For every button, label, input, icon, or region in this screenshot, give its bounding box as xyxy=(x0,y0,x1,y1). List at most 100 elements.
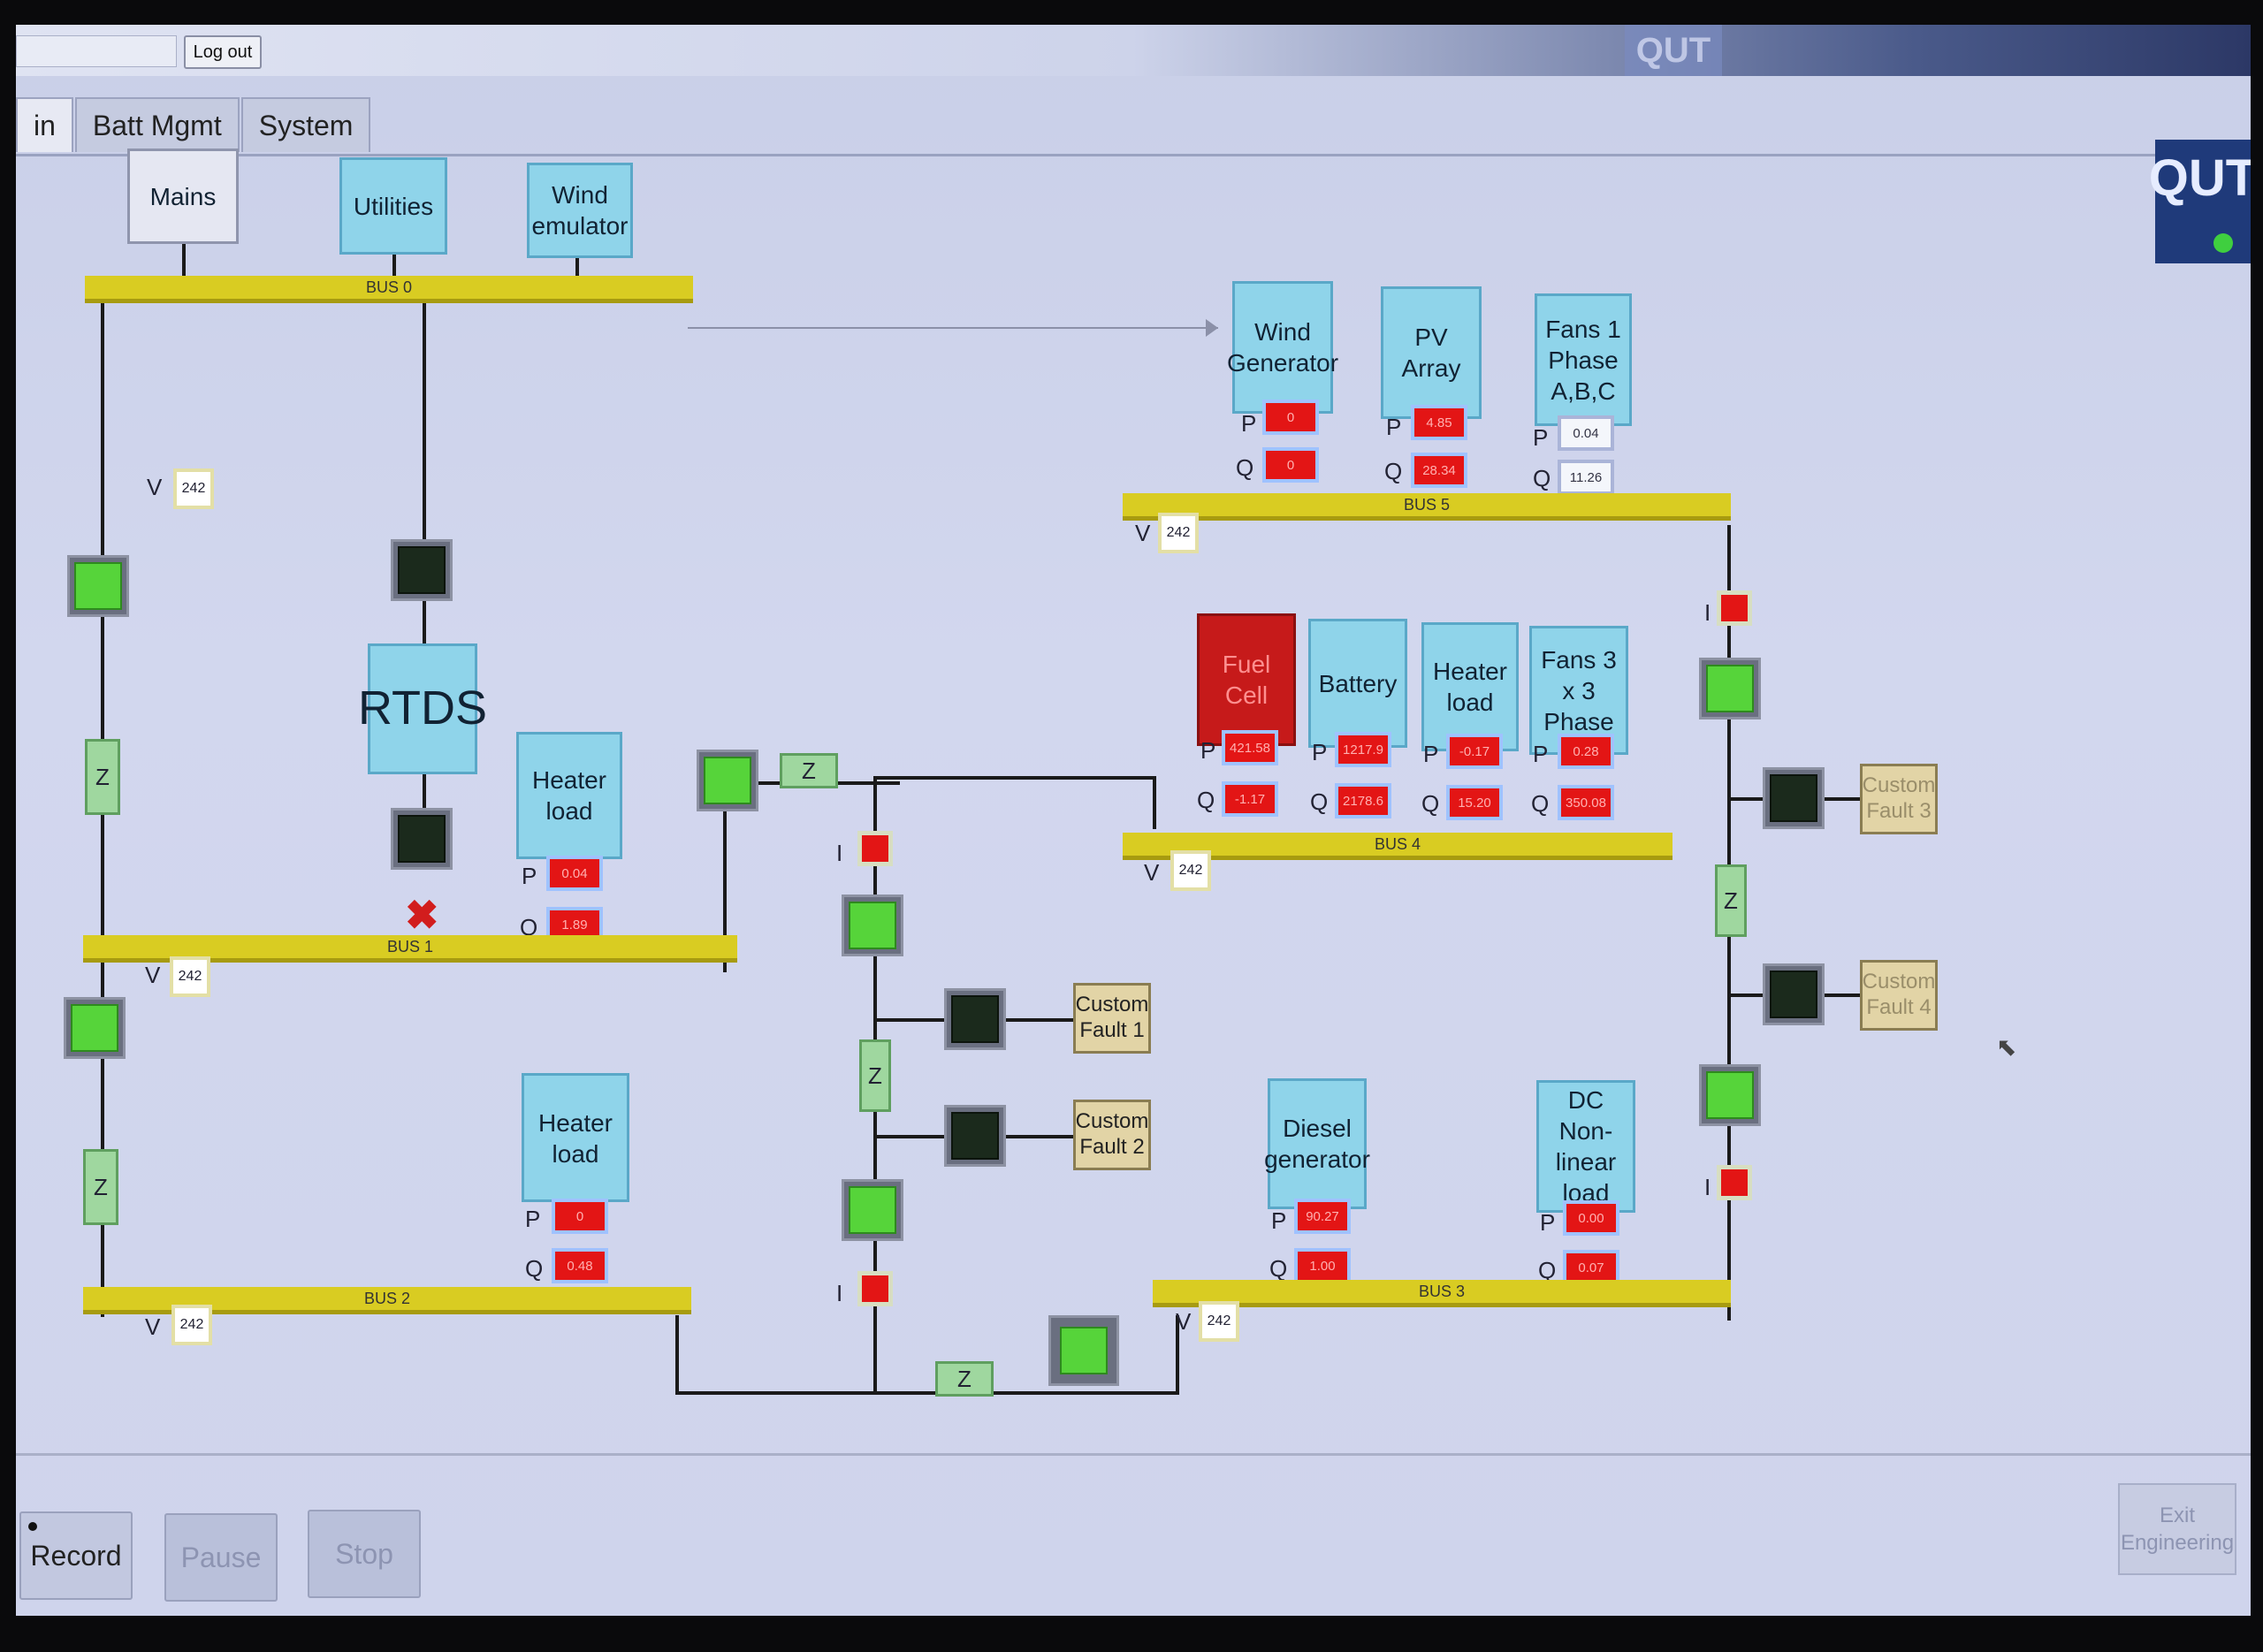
bus0-voltage: 242 xyxy=(173,468,214,509)
breaker-switch-icon[interactable] xyxy=(842,895,903,956)
fans3-q-meter: 350.08 xyxy=(1558,785,1614,820)
q-label: Q xyxy=(1310,788,1329,815)
p-label: P xyxy=(1271,1207,1287,1234)
impedance-z: Z xyxy=(85,739,120,815)
breaker-switch-icon[interactable] xyxy=(1763,963,1825,1025)
pause-button[interactable]: Pause xyxy=(164,1513,278,1602)
wire xyxy=(1001,1018,1089,1022)
wire xyxy=(1727,993,1763,997)
wire xyxy=(1823,993,1863,997)
breaker-switch-icon[interactable] xyxy=(944,988,1006,1050)
fuel-q-meter: -1.17 xyxy=(1222,781,1278,817)
wire xyxy=(873,776,1156,780)
wire xyxy=(1823,797,1863,801)
fans3-p-meter: 0.28 xyxy=(1558,734,1614,769)
qut-logo-text: QUT xyxy=(2148,149,2251,207)
wire xyxy=(1001,1135,1089,1138)
stop-button[interactable]: Stop xyxy=(308,1510,421,1598)
p-label: P xyxy=(1533,741,1549,767)
bus3-voltage: 242 xyxy=(1199,1301,1239,1342)
v-label: V xyxy=(147,474,163,500)
breaker-switch-icon[interactable] xyxy=(64,997,126,1059)
impedance-z: Z xyxy=(780,753,838,788)
tab-system[interactable]: System xyxy=(240,97,371,152)
breaker-switch-icon[interactable] xyxy=(1699,1064,1761,1126)
bus1-voltage: 242 xyxy=(170,956,210,997)
qut-logo: QUT xyxy=(2149,140,2251,263)
p-label: P xyxy=(1540,1209,1556,1236)
heater-load-node[interactable]: Heater load xyxy=(516,732,622,859)
wind-emulator-node[interactable]: Wind emulator xyxy=(527,163,633,258)
fault-x-icon: ✖ xyxy=(405,892,439,938)
breaker-switch-icon[interactable] xyxy=(1699,658,1761,719)
breaker-switch-icon[interactable] xyxy=(697,750,758,811)
tab-divider xyxy=(16,154,2173,156)
wire xyxy=(1727,797,1763,801)
logout-button[interactable]: Log out xyxy=(184,35,262,69)
q-label: Q xyxy=(1421,790,1440,817)
fuel-p-meter: 421.58 xyxy=(1222,730,1278,765)
wire xyxy=(182,226,186,281)
q-label: Q xyxy=(1531,790,1550,817)
breaker-switch-icon[interactable] xyxy=(391,539,453,601)
i-label: I xyxy=(1704,599,1711,626)
wind-generator-node[interactable]: Wind Generator xyxy=(1227,281,1338,414)
heater2-q-meter: 0.48 xyxy=(552,1248,608,1283)
wire xyxy=(675,1391,1179,1395)
fans1-q-meter: 11.26 xyxy=(1558,460,1614,495)
current-indicator xyxy=(857,831,893,866)
user-field[interactable] xyxy=(16,35,177,67)
custom-fault-2-button[interactable]: Custom Fault 2 xyxy=(1073,1100,1151,1170)
exit-engineering-button[interactable]: Exit Engineering xyxy=(2118,1483,2236,1575)
diesel-generator-node[interactable]: Diesel generator xyxy=(1264,1078,1370,1209)
heater3-q-meter: 15.20 xyxy=(1446,785,1503,820)
heater-load-node[interactable]: Heater load xyxy=(1421,622,1519,751)
fuel-cell-node[interactable]: Fuel Cell xyxy=(1197,613,1296,746)
pv-array-node[interactable]: PV Array xyxy=(1381,286,1482,419)
p-label: P xyxy=(1312,739,1328,765)
fans-1-phase-node[interactable]: Fans 1 Phase A,B,C xyxy=(1535,293,1632,426)
record-button[interactable]: Record xyxy=(19,1511,133,1600)
p-label: P xyxy=(522,863,537,889)
p-label: P xyxy=(1200,737,1216,764)
v-label: V xyxy=(1135,520,1151,546)
breaker-switch-icon[interactable] xyxy=(391,808,453,870)
battery-q-meter: 2178.6 xyxy=(1335,783,1391,818)
p-label: P xyxy=(1423,741,1439,767)
bus-0: BUS 0 xyxy=(85,276,693,303)
mains-node[interactable]: Mains xyxy=(127,148,239,244)
impedance-z: Z xyxy=(1715,864,1747,937)
battery-node[interactable]: Battery xyxy=(1308,619,1407,748)
custom-fault-3-button[interactable]: Custom Fault 3 xyxy=(1860,764,1938,834)
heater-load-node[interactable]: Heater load xyxy=(522,1073,629,1202)
q-label: Q xyxy=(1384,458,1403,484)
rtds-node[interactable]: RTDS xyxy=(358,643,487,774)
dc-nonlinear-load-node[interactable]: DC Non-linear load xyxy=(1536,1080,1635,1213)
pv-p-meter: 4.85 xyxy=(1411,405,1467,440)
pv-q-meter: 28.34 xyxy=(1411,453,1467,488)
q-label: Q xyxy=(1236,454,1254,481)
scada-screen: Log out QUT in Batt Mgmt System QUT Main… xyxy=(16,25,2251,1616)
wire xyxy=(1176,1315,1179,1395)
breaker-switch-icon[interactable] xyxy=(1763,767,1825,829)
bus-4: BUS 4 xyxy=(1123,833,1672,860)
wind-gen-q-meter: 0 xyxy=(1262,447,1319,483)
top-brand: QUT xyxy=(1625,25,1722,76)
diesel-q-meter: 1.00 xyxy=(1294,1248,1351,1283)
top-bar: Log out QUT xyxy=(16,25,2251,76)
breaker-switch-icon[interactable] xyxy=(1048,1315,1119,1386)
breaker-switch-icon[interactable] xyxy=(67,555,129,617)
tab-batt-mgmt[interactable]: Batt Mgmt xyxy=(74,97,240,152)
custom-fault-1-button[interactable]: Custom Fault 1 xyxy=(1073,983,1151,1054)
tab-main[interactable]: in xyxy=(16,97,73,152)
battery-p-meter: 1217.9 xyxy=(1335,732,1391,767)
current-indicator xyxy=(857,1271,893,1306)
wire xyxy=(723,781,727,972)
breaker-switch-icon[interactable] xyxy=(842,1179,903,1241)
flow-arrow-icon xyxy=(1206,319,1218,337)
wire xyxy=(675,1315,679,1395)
custom-fault-4-button[interactable]: Custom Fault 4 xyxy=(1860,960,1938,1031)
breaker-switch-icon[interactable] xyxy=(944,1105,1006,1167)
q-label: Q xyxy=(520,914,538,940)
utilities-node[interactable]: Utilities xyxy=(339,157,447,255)
